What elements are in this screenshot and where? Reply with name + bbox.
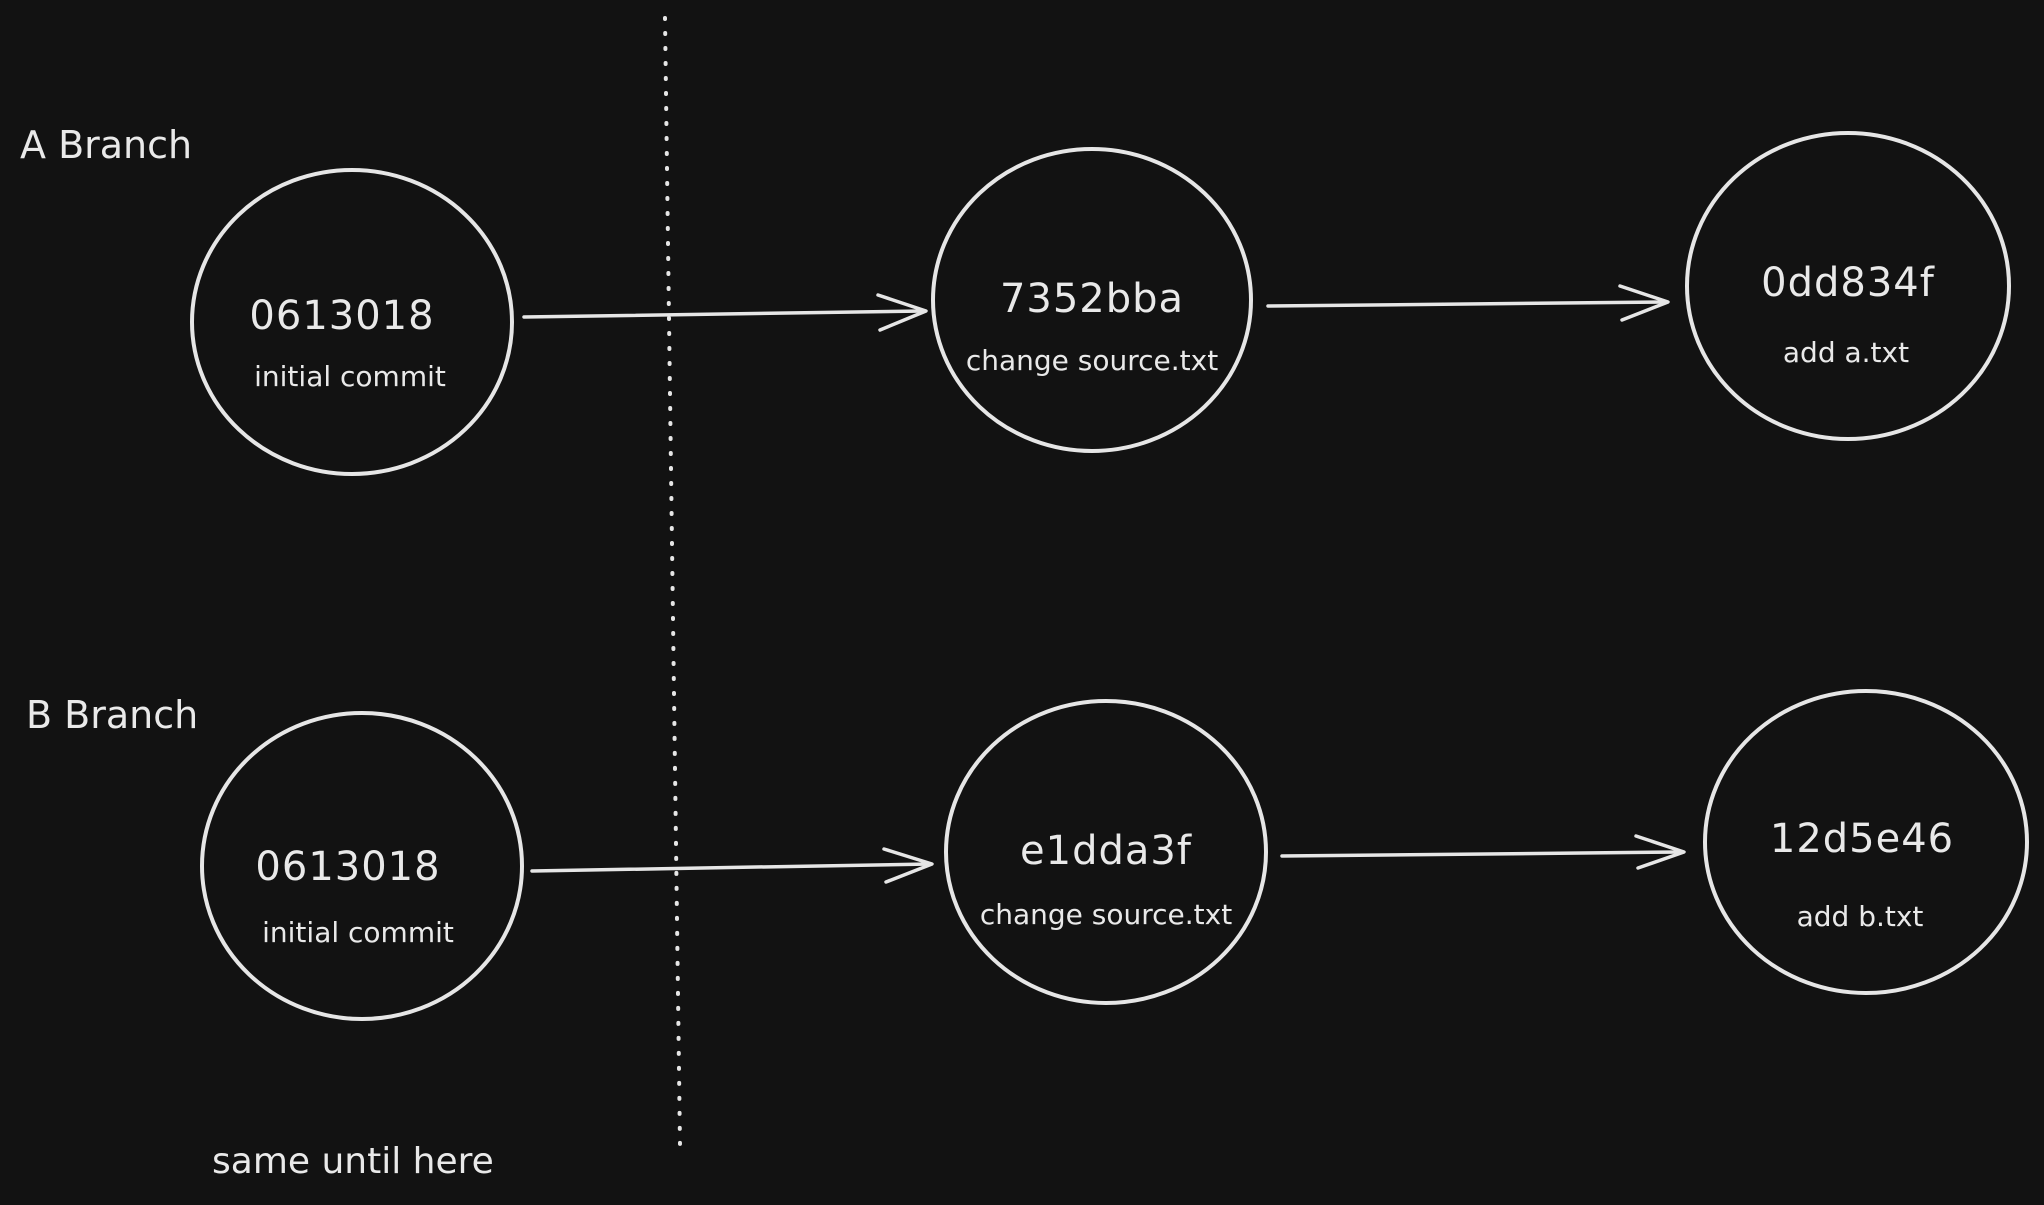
commit-hash: 0613018 — [249, 293, 434, 339]
commit-message: change source.txt — [966, 344, 1218, 377]
commit-hash: 0613018 — [255, 844, 440, 890]
commit-message: change source.txt — [980, 898, 1232, 931]
commit-message: initial commit — [262, 916, 454, 949]
divider-note: same until here — [212, 1141, 494, 1182]
arrow-connector — [530, 847, 934, 884]
branch-a-label: A Branch — [20, 123, 192, 167]
commit-hash: 0dd834f — [1761, 260, 1935, 306]
commit-circle — [1685, 131, 2011, 441]
commit-node: e1dda3f change source.txt — [944, 699, 1268, 1005]
divider-line — [663, 16, 682, 1147]
commit-message: add b.txt — [1797, 900, 1924, 933]
commit-node: 0dd834f add a.txt — [1685, 131, 2011, 441]
commit-hash: e1dda3f — [1020, 828, 1192, 874]
commit-message: initial commit — [254, 360, 446, 393]
commit-node: 12d5e46 add b.txt — [1703, 689, 2029, 995]
arrow-connector — [522, 293, 928, 332]
commit-circle — [944, 699, 1268, 1005]
commit-circle — [931, 147, 1253, 453]
arrow-connector — [1266, 284, 1670, 322]
commit-message: add a.txt — [1783, 336, 1909, 369]
commit-node: 0613018 initial commit — [190, 168, 514, 476]
commit-node: 7352bba change source.txt — [931, 147, 1253, 453]
arrow-connector — [1280, 834, 1686, 870]
commit-circle — [190, 168, 514, 476]
commit-circle — [200, 711, 524, 1021]
commit-circle — [1703, 689, 2029, 995]
commit-hash: 7352bba — [1000, 276, 1184, 322]
commit-hash: 12d5e46 — [1770, 816, 1954, 862]
commit-node: 0613018 initial commit — [200, 711, 524, 1021]
branch-b-label: B Branch — [26, 693, 198, 737]
